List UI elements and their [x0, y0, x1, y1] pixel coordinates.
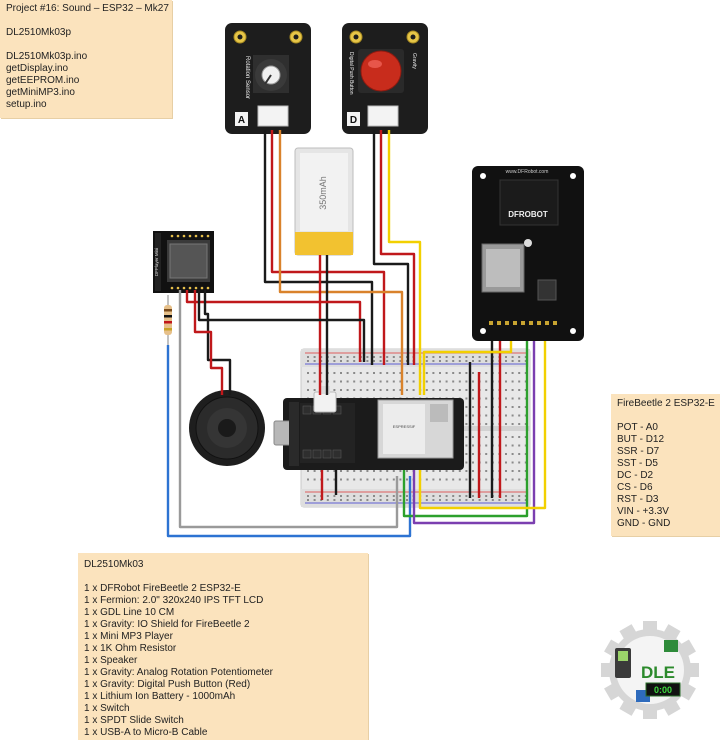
wire-lcd-cs [412, 341, 536, 525]
tft-lcd: www.DFRobot.com DFROBOT [472, 166, 584, 341]
project-note-line [6, 39, 166, 51]
pin-mapping-line: POT - A0 [617, 422, 658, 433]
wire-button-vcc [379, 130, 416, 365]
mini-mp3-player: DFPlayer Mini [153, 231, 214, 293]
project-note-line: getMiniMP3.ino [6, 87, 75, 98]
wire-lcd-dc [418, 341, 547, 510]
parts-list-note: DL2510Mk03 1 x DFRobot FireBeetle 2 ESP32… [78, 553, 368, 740]
pin-mapping-line: CS - D6 [617, 482, 653, 493]
project-note-line [6, 15, 166, 27]
pot-port-label: A [238, 115, 245, 126]
parts-list-line: 1 x SPDT Slide Switch [84, 715, 184, 726]
parts-list-line: 1 x Gravity: Analog Rotation Potentiomet… [84, 667, 273, 678]
pot-name-label: Rotation Sensor [244, 56, 250, 99]
wire-pot-signal [278, 130, 404, 395]
pin-mapping-line: SSR - D7 [617, 446, 660, 457]
parts-list-line: 1 x USB-A to Micro-B Cable [84, 727, 208, 738]
parts-list-line: 1 x Gravity: Digital Push Button (Red) [84, 679, 251, 690]
pin-mapping-line: DC - D2 [617, 470, 654, 481]
button-brand-label: Gravity [411, 53, 417, 69]
esp32-module: ESPRESSIF [377, 399, 454, 459]
parts-list-line: 1 x Speaker [84, 655, 138, 666]
pin-mapping-line: SST - D5 [617, 458, 658, 469]
wire-lcd-rst [402, 341, 529, 518]
pin-mapping-line: GND - GND [617, 518, 671, 529]
speaker [189, 390, 265, 466]
wire-mp3-rx [166, 345, 412, 538]
parts-list-line: DL2510Mk03 [84, 559, 144, 570]
parts-list-line: 1 x Fermion: 2.0" 320x240 IPS TFT LCD [84, 595, 264, 606]
pin-mapping-line: FireBeetle 2 ESP32-E [617, 398, 715, 409]
parts-list-line: 1 x Switch [84, 703, 130, 714]
parts-list-line: 1 x Mini MP3 Player [84, 631, 173, 642]
wires [166, 130, 547, 538]
wire-pot-gnd [263, 130, 374, 365]
parts-list-line: 1 x Gravity: IO Shield for FireBeetle 2 [84, 619, 250, 630]
wire-speaker-2 [193, 290, 224, 395]
wire-lcd-sclk [422, 341, 513, 395]
mp3-label: DFPlayer Mini [154, 248, 159, 276]
logo-digits: 0:00 [654, 685, 672, 695]
shield-switch [313, 386, 337, 413]
parts-list-line [84, 571, 362, 583]
pin-mapping-line [617, 410, 714, 422]
project-note-line: getEEPROM.ino [6, 75, 80, 86]
lcd-url-label: www.DFRobot.com [506, 169, 549, 175]
pin-mapping-line: BUT - D12 [617, 434, 665, 445]
parts-list-line: 1 x GDL Line 10 CM [84, 607, 175, 618]
project-note-line: getDisplay.ino [6, 63, 69, 74]
button-name-label: Digital Push Button [348, 52, 354, 95]
wire-button-gnd [372, 130, 410, 365]
pin-mapping-line: RST - D3 [617, 494, 659, 505]
esp-chip-label: ESPRESSIF [393, 424, 416, 429]
lcd-brand-label: DFROBOT [508, 210, 548, 219]
wire-mp3-vcc [185, 290, 362, 362]
digital-push-button: D Digital Push Button Gravity [342, 23, 428, 134]
button-port-label: D [350, 115, 357, 126]
lipo-battery: 350mAh [294, 147, 354, 256]
resistor [164, 295, 172, 345]
pin-mapping-line: VIN - +3.3V [617, 506, 669, 517]
project-note-line: DL2510Mk03p [6, 27, 72, 38]
wire-mp3-gnd [197, 290, 366, 362]
project-note-line: Project #16: Sound – ESP32 – Mk27 [6, 3, 169, 14]
parts-list-line: 1 x DFRobot FireBeetle 2 ESP32-E [84, 583, 241, 594]
battery-label: 350mAh [318, 176, 328, 210]
dle-logo: DLE 0:00 [601, 621, 699, 719]
parts-list-line: 1 x Lithium Ion Battery - 1000mAh [84, 691, 236, 702]
parts-list-line: 1 x 1K Ohm Resistor [84, 643, 177, 654]
project-note-line: setup.ino [6, 99, 47, 110]
wire-button-signal [387, 130, 422, 395]
project-note-line: DL2510Mk03p.ino [6, 51, 88, 62]
wire-speaker-1 [203, 290, 232, 395]
wire-mp3-tx [178, 290, 399, 529]
rotation-potentiometer: A Rotation Sensor [225, 23, 311, 134]
logo-text: DLE [641, 663, 675, 682]
